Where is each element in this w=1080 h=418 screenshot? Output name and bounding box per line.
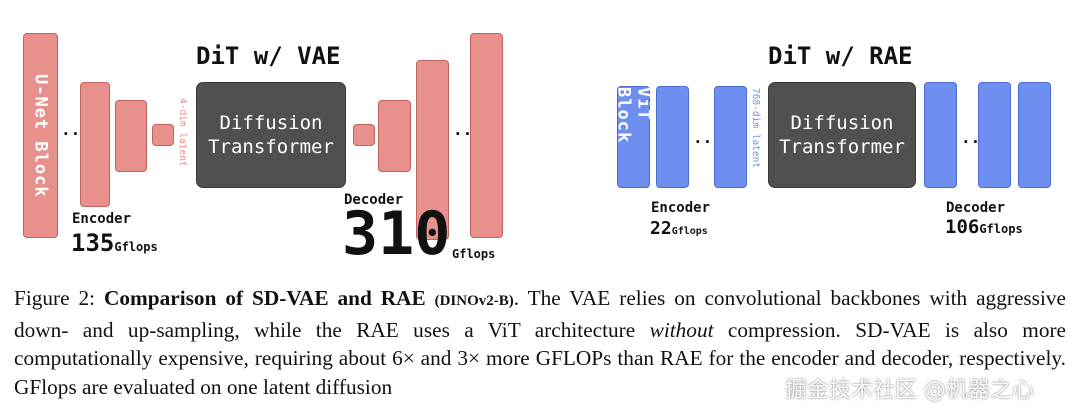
rae-decoder-block-2: [978, 82, 1011, 188]
rae-diffusion-transformer: Diffusion Transformer: [768, 82, 916, 188]
rae-encoder-block-1: [656, 86, 689, 188]
rae-decoder-block-3: [1018, 82, 1051, 188]
vae-decoder-block-1: [353, 124, 375, 146]
vae-decoder-block-2: [378, 100, 411, 172]
rae-encoder-unit: Gflops: [671, 226, 708, 237]
rae-encoder-flops: 22Gflops: [650, 218, 708, 239]
vit-block: ViT Block: [613, 86, 654, 188]
vae-encoder-unit: Gflops: [114, 240, 158, 254]
vae-encoder-flops: 135Gflops: [71, 229, 158, 257]
unet-block: U-Net Block: [23, 33, 58, 238]
rae-title: DiT w/ RAE: [768, 42, 913, 70]
vae-title: DiT w/ VAE: [196, 42, 341, 70]
vae-decoder-unit: Gflops: [452, 247, 496, 261]
vae-diffusion-transformer: Diffusion Transformer: [196, 82, 346, 188]
vae-decoder-value: 310: [342, 199, 451, 269]
rae-decoder-label: Decoder: [946, 200, 1006, 216]
caption-small-bold: (DINOv2-B): [434, 293, 514, 309]
rae-decoder-value: 106: [945, 216, 980, 238]
rae-encoder-label: Encoder: [651, 200, 711, 216]
vit-block-label: ViT Block: [613, 87, 654, 144]
vae-encoder-block-3: [152, 124, 174, 146]
vae-encoder-block-1: [80, 82, 110, 207]
vae-encoder-block-2: [115, 100, 147, 172]
rae-decoder-block-1: [924, 82, 957, 188]
caption-text1: . The VAE relies on convolutional backbo…: [14, 286, 1066, 342]
rae-encoder-value: 22: [650, 218, 672, 239]
vae-encoder-label: Encoder: [72, 211, 132, 227]
rae-encoder-block-2: [714, 86, 747, 188]
rae-decoder-unit: Gflops: [979, 222, 1023, 236]
rae-transformer-line1: Diffusion: [790, 112, 894, 134]
vae-latent-label: 4-dim latent: [177, 98, 188, 167]
vae-transformer-line2: Transformer: [208, 136, 334, 158]
caption-text2: compression. SD-VAE is also more computa…: [14, 317, 1067, 399]
caption-italic: without: [649, 317, 714, 342]
caption-bold: Comparison of SD-VAE and RAE: [104, 286, 426, 310]
vae-decoder-block-3: [416, 60, 449, 240]
caption-prefix: Figure 2:: [14, 286, 105, 310]
rae-decoder-flops: 106Gflops: [945, 216, 1023, 238]
vae-decoder-block-4: [470, 33, 503, 238]
watermark: 掘金技术社区 @机器之心: [785, 378, 1034, 403]
vae-transformer-line1: Diffusion: [219, 112, 323, 134]
rae-latent-label: 768-dim latent: [750, 88, 761, 169]
figure-caption: Figure 2: Comparison of SD-VAE and RAE (…: [14, 284, 1066, 401]
vae-encoder-value: 135: [71, 229, 115, 257]
vae-decoder-label: Decoder: [344, 192, 404, 208]
rae-transformer-line2: Transformer: [779, 136, 905, 158]
unet-block-label: U-Net Block: [30, 73, 51, 198]
